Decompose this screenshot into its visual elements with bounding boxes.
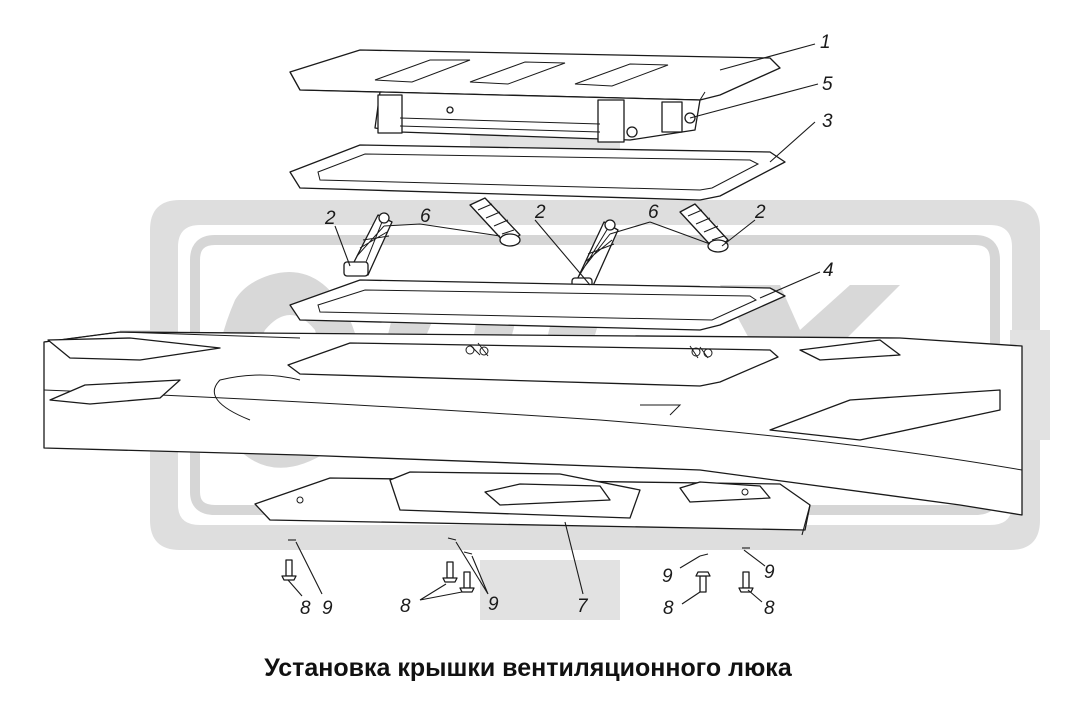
part-6-spring-left xyxy=(343,212,393,277)
callouts: 1 5 3 2 6 2 6 2 4 7 8 9 8 9 9 9 8 8 xyxy=(300,32,834,619)
callout-2-center: 2 xyxy=(534,202,546,223)
part-6-spring-far-right xyxy=(679,203,729,253)
part-7-lining xyxy=(254,471,811,531)
washer-9-c xyxy=(463,551,473,555)
callout-9-d: 9 xyxy=(764,562,775,583)
watermark-inner-frame xyxy=(190,235,1000,515)
roof-panel xyxy=(43,331,1023,516)
callout-8-c: 8 xyxy=(663,598,674,619)
callout-9-b: 9 xyxy=(488,594,499,615)
screw-8-b xyxy=(442,561,458,583)
part-6-spring-right xyxy=(571,219,619,291)
callout-9-a: 9 xyxy=(322,598,333,619)
callout-2-right: 2 xyxy=(754,202,766,223)
part-3-gasket xyxy=(289,144,786,201)
callout-3: 3 xyxy=(822,111,833,132)
callout-8-b: 8 xyxy=(400,596,411,617)
callout-7: 7 xyxy=(577,596,589,617)
washer-9-d xyxy=(699,553,709,557)
callout-6-left: 6 xyxy=(420,206,431,227)
screw-8-a xyxy=(281,559,297,581)
callout-6-right: 6 xyxy=(648,202,659,223)
callout-1: 1 xyxy=(820,32,831,53)
screw-8-c xyxy=(459,571,475,593)
figure-caption: Установка крышки вентиляционного люка xyxy=(264,654,793,682)
washer-9-b xyxy=(447,537,457,541)
part-4-inner-frame xyxy=(289,279,786,331)
callout-8-a: 8 xyxy=(300,598,311,619)
leader-lines xyxy=(287,43,821,605)
callout-9-c: 9 xyxy=(662,566,673,587)
watermark-tooth-bottom xyxy=(480,560,620,620)
callout-5: 5 xyxy=(822,74,833,95)
callout-2-left: 2 xyxy=(324,208,336,229)
part-1-hatch-cover xyxy=(289,49,781,143)
screw-8-d xyxy=(695,571,711,593)
fasteners xyxy=(281,537,754,593)
callout-8-d: 8 xyxy=(764,598,775,619)
part-6-spring-center xyxy=(469,197,521,247)
screw-8-e xyxy=(738,571,754,593)
callout-4: 4 xyxy=(823,260,834,281)
